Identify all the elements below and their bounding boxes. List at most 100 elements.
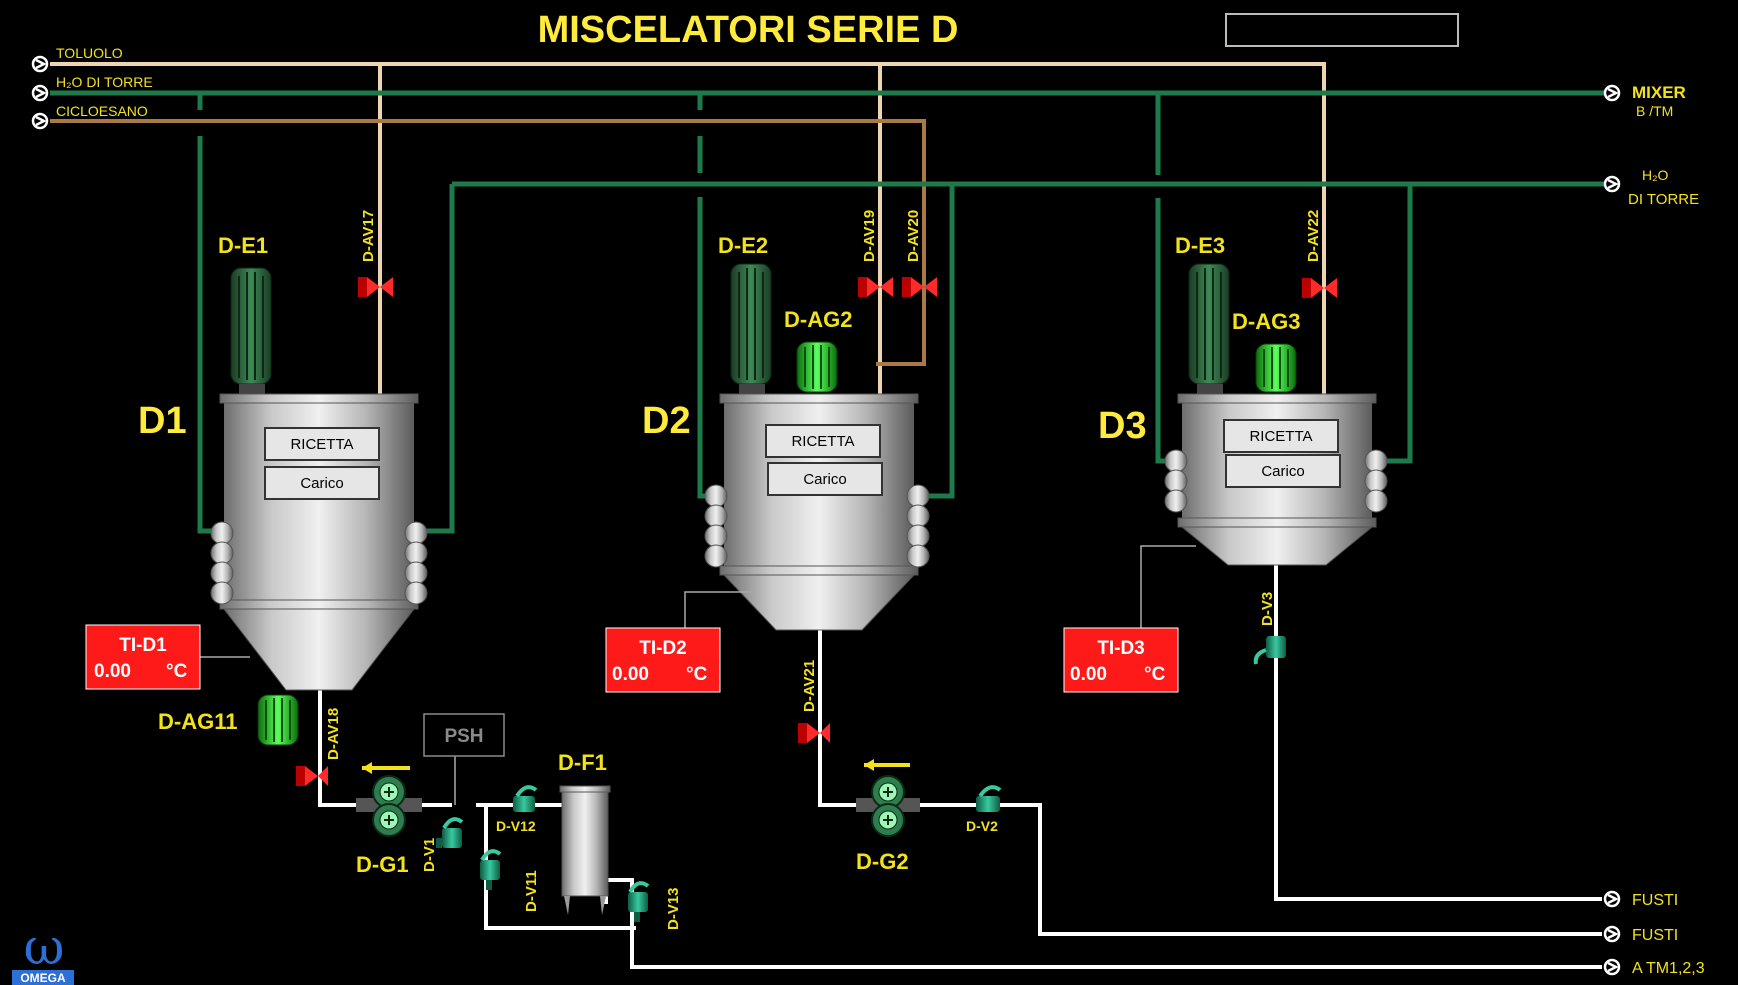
outlet-a-tm-label: A TM1,2,3: [1632, 960, 1705, 977]
pump-d-g2-label: D-G2: [856, 849, 909, 874]
load-button-d2[interactable]: Carico: [767, 462, 883, 496]
pump-d-g2[interactable]: [856, 759, 920, 837]
outlet-fusti-1[interactable]: FUSTI: [1603, 890, 1678, 909]
valve-d-av17[interactable]: [358, 277, 393, 297]
mixer-d1: D1 D-E1 RICETTA Carico TI-: [85, 233, 428, 746]
omega-logo: ω OMEGA: [12, 918, 74, 985]
valve-d-v2[interactable]: [976, 785, 1002, 812]
pipe-product-d3: [1274, 565, 1602, 901]
status-box: [1225, 13, 1459, 47]
filter-d-f1-label: D-F1: [558, 750, 607, 775]
mixer-d2: D2 D-E2 D-AG2 RICETTA Cari: [605, 233, 930, 693]
outlet-h2o-di-torre[interactable]: H₂O DI TORRE: [1603, 167, 1699, 208]
temp-indicator-ti-d1-value: 0.00: [94, 661, 131, 682]
motor-d-e2-label: D-E2: [718, 233, 768, 258]
agitator-d-ag3[interactable]: [1255, 343, 1297, 393]
load-button-d1[interactable]: Carico: [264, 466, 380, 500]
valve-d-v3[interactable]: [1253, 636, 1286, 665]
outlet-h2o-sublabel: DI TORRE: [1628, 191, 1699, 208]
motor-d-e3[interactable]: [1188, 263, 1230, 396]
inlet-toluolo[interactable]: TOLUOLO: [31, 45, 123, 73]
temp-indicator-ti-d2-value: 0.00: [612, 664, 649, 685]
temp-indicator-ti-d1-unit: °C: [166, 661, 188, 682]
outlet-mixer-btm[interactable]: MIXER B /TM: [1603, 83, 1686, 119]
valve-d-av21-label: D-AV21: [801, 660, 818, 712]
inlet-toluolo-label: TOLUOLO: [56, 45, 123, 61]
inlet-cicloesano-label: CICLOESANO: [56, 103, 148, 119]
mixer-d3: D3 D-E3 D-AG3 RICETTA Cari: [1063, 233, 1388, 693]
load-button-d3[interactable]: Carico: [1225, 454, 1341, 488]
temp-sensor-line-d2: [684, 591, 752, 628]
valve-d-av18[interactable]: [296, 766, 328, 786]
outlet-fusti-2[interactable]: FUSTI: [1603, 925, 1678, 944]
pressure-switch-psh[interactable]: PSH: [423, 713, 505, 757]
pump-d-g1[interactable]: [356, 762, 422, 837]
mixer-d1-label: D1: [138, 400, 187, 442]
valve-d-v11-label: D-V11: [523, 870, 540, 912]
agitator-d-ag11-label: D-AG11: [158, 709, 237, 734]
agitator-d-ag2[interactable]: [796, 341, 838, 393]
mixer-d3-label: D3: [1098, 405, 1147, 447]
pressure-switch-psh-label: PSH: [444, 726, 483, 747]
outlet-fusti-1-label: FUSTI: [1632, 892, 1678, 909]
mixer-d2-label: D2: [642, 400, 691, 442]
recipe-button-d1-label: RICETTA: [290, 436, 353, 453]
valve-d-v13-label: D-V13: [665, 887, 682, 930]
inlet-cicloesano[interactable]: CICLOESANO: [31, 103, 148, 130]
temp-indicator-ti-d2[interactable]: TI-D2 0.00 °C: [605, 627, 721, 693]
recipe-button-d1[interactable]: RICETTA: [264, 427, 380, 461]
inlet-h2o-label: H₂O DI TORRE: [56, 74, 153, 90]
valve-d-av21[interactable]: [798, 723, 830, 743]
temp-indicator-ti-d1-tag: TI-D1: [119, 635, 167, 656]
load-button-d1-label: Carico: [300, 475, 343, 492]
valve-d-av22[interactable]: [1302, 278, 1337, 298]
valve-d-v12[interactable]: [513, 785, 538, 812]
recipe-button-d3-label: RICETTA: [1249, 428, 1312, 445]
valve-d-v2-label: D-V2: [966, 818, 998, 834]
omega-logo-text: OMEGA: [20, 971, 66, 985]
valve-d-v11[interactable]: [480, 849, 502, 890]
recipe-button-d2-label: RICETTA: [791, 433, 854, 450]
motor-d-e1[interactable]: [230, 267, 272, 398]
pipe-h2o-d1-in: [197, 93, 218, 534]
pipe-h2o-d3-in: [1155, 93, 1176, 464]
inlet-h2o-di-torre[interactable]: H₂O DI TORRE: [31, 74, 153, 102]
temp-sensor-line-d3: [1140, 545, 1196, 628]
valve-d-av20-label: D-AV20: [905, 210, 922, 262]
temp-indicator-ti-d3-value: 0.00: [1070, 664, 1107, 685]
temp-indicator-ti-d3-unit: °C: [1144, 664, 1166, 685]
recipe-button-d2[interactable]: RICETTA: [765, 424, 881, 458]
outlet-fusti-2-label: FUSTI: [1632, 927, 1678, 944]
temp-indicator-ti-d3[interactable]: TI-D3 0.00 °C: [1063, 627, 1179, 693]
filter-d-f1[interactable]: [559, 785, 611, 915]
svg-text:ω: ω: [24, 918, 65, 976]
valve-d-v12-label: D-V12: [496, 818, 536, 834]
load-button-d2-label: Carico: [803, 471, 846, 488]
valve-d-v3-label: D-V3: [1259, 592, 1276, 626]
valve-d-av20[interactable]: [902, 277, 937, 297]
agitator-d-ag3-label: D-AG3: [1232, 309, 1300, 334]
pipe-product-d1-branch: [484, 805, 1602, 969]
valve-d-av19[interactable]: [858, 277, 893, 297]
temp-indicator-ti-d2-tag: TI-D2: [639, 638, 687, 659]
valve-d-av22-label: D-AV22: [1305, 210, 1322, 262]
valve-d-v1-label: D-V1: [421, 838, 438, 872]
valve-d-av18-label: D-AV18: [325, 708, 342, 760]
recipe-button-d3[interactable]: RICETTA: [1223, 419, 1339, 453]
valve-d-av17-label: D-AV17: [360, 210, 377, 262]
outlet-a-tm[interactable]: A TM1,2,3: [1603, 958, 1705, 977]
motor-d-e2[interactable]: [730, 263, 772, 396]
temp-indicator-ti-d2-unit: °C: [686, 664, 708, 685]
motor-d-e1-label: D-E1: [218, 233, 268, 258]
pump-d-g1-label: D-G1: [356, 852, 409, 877]
valve-d-v13[interactable]: [628, 881, 650, 922]
temp-indicator-ti-d1[interactable]: TI-D1 0.00 °C: [85, 624, 201, 690]
agitator-d-ag11[interactable]: [257, 694, 299, 746]
valve-d-av19-label: D-AV19: [861, 210, 878, 262]
pipe-product-d2: [818, 630, 1602, 936]
pipe-toluolo: [50, 62, 1326, 290]
outlet-mixer-label: MIXER: [1632, 83, 1686, 102]
outlet-h2o-label: H₂O: [1642, 167, 1669, 183]
valve-d-v1[interactable]: [436, 817, 464, 848]
